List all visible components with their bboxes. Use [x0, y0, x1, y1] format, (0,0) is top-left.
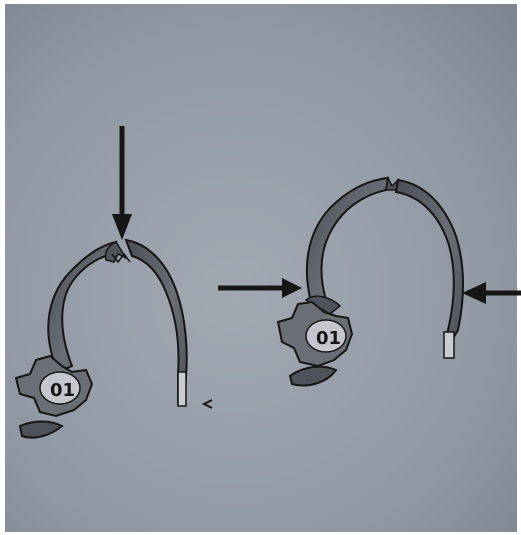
right-vertebra-label: 01	[316, 328, 341, 349]
top-white-border	[0, 0, 521, 4]
left-vertebra-label: 01	[50, 380, 75, 401]
